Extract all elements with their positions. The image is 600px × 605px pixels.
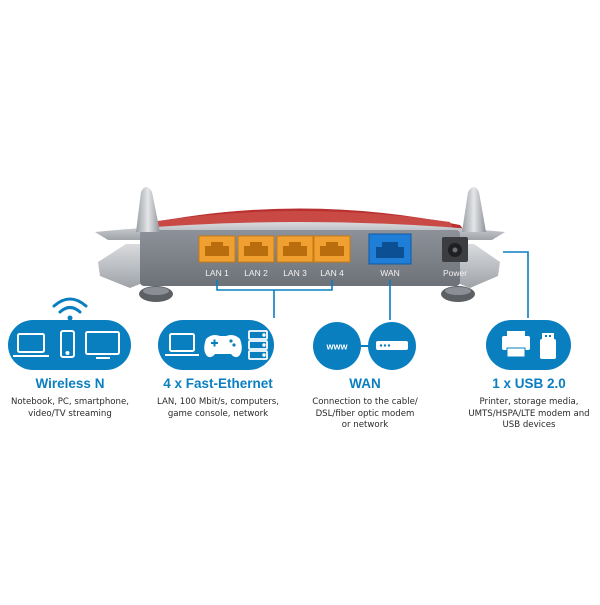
feature-desc-line: UMTS/HSPA/LTE modem and [468, 408, 590, 419]
feature-desc-line: Connection to the cable/ [312, 397, 418, 407]
lan-port-label: LAN 3 [283, 268, 307, 278]
smartphone-icon [60, 330, 75, 358]
feature-desc-line: or network [341, 420, 389, 430]
feature-title-wireless: Wireless N [35, 376, 105, 391]
feature-title-wan: WAN [349, 376, 381, 391]
usb-stick-icon [540, 333, 556, 359]
gamepad-icon [204, 335, 242, 358]
printer-icon [502, 331, 530, 358]
feature-desc-line: USB devices [502, 420, 556, 430]
lan-port-2 [237, 235, 275, 263]
feature-desc-line: LAN, 100 Mbit/s, computers, [156, 397, 279, 407]
lan-port-label: LAN 1 [205, 268, 229, 278]
lan-ports: LAN 1 LAN 2 LAN 3 LAN 4 [198, 235, 351, 278]
www-icon: www [313, 322, 361, 370]
feature-desc-ethernet: LAN, 100 Mbit/s, computers, game console… [143, 397, 293, 420]
server-icon [248, 330, 268, 360]
lan-port-label: LAN 4 [320, 268, 344, 278]
antenna-right [462, 187, 486, 232]
wan-port: WAN [368, 233, 412, 278]
wireless-icon-pill [8, 320, 131, 370]
feature-desc-usb: Printer, storage media, UMTS/HSPA/LTE mo… [458, 397, 600, 432]
feature-desc-wan: Connection to the cable/ DSL/fiber optic… [300, 397, 430, 432]
lan-port-1 [198, 235, 236, 263]
connector-lines [216, 251, 529, 320]
wifi-icon [52, 297, 88, 321]
feature-title-usb: 1 x USB 2.0 [492, 376, 566, 391]
feature-desc-line: Printer, storage media, [479, 397, 579, 407]
lan-port-4 [313, 235, 351, 263]
feature-desc-wireless: Notebook, PC, smartphone, video/TV strea… [0, 397, 140, 420]
feature-desc-line: video/TV streaming [28, 408, 112, 419]
feature-desc-line: game console, network [167, 408, 269, 419]
antenna-left [136, 187, 160, 232]
feature-title-ethernet: 4 x Fast-Ethernet [163, 376, 273, 391]
power-label: Power [443, 268, 467, 278]
feature-desc-line: Notebook, PC, smartphone, [10, 397, 130, 407]
laptop-icon [13, 333, 49, 357]
modem-icon [368, 322, 416, 370]
monitor-icon [85, 331, 120, 359]
lan-port-label: LAN 2 [244, 268, 268, 278]
wan-port-label: WAN [380, 268, 400, 278]
power-jack: Power [442, 237, 468, 278]
lan-port-3 [276, 235, 314, 263]
laptop-icon [165, 333, 199, 356]
www-text: www [325, 342, 348, 352]
feature-desc-line: DSL/fiber optic modem [315, 408, 415, 419]
